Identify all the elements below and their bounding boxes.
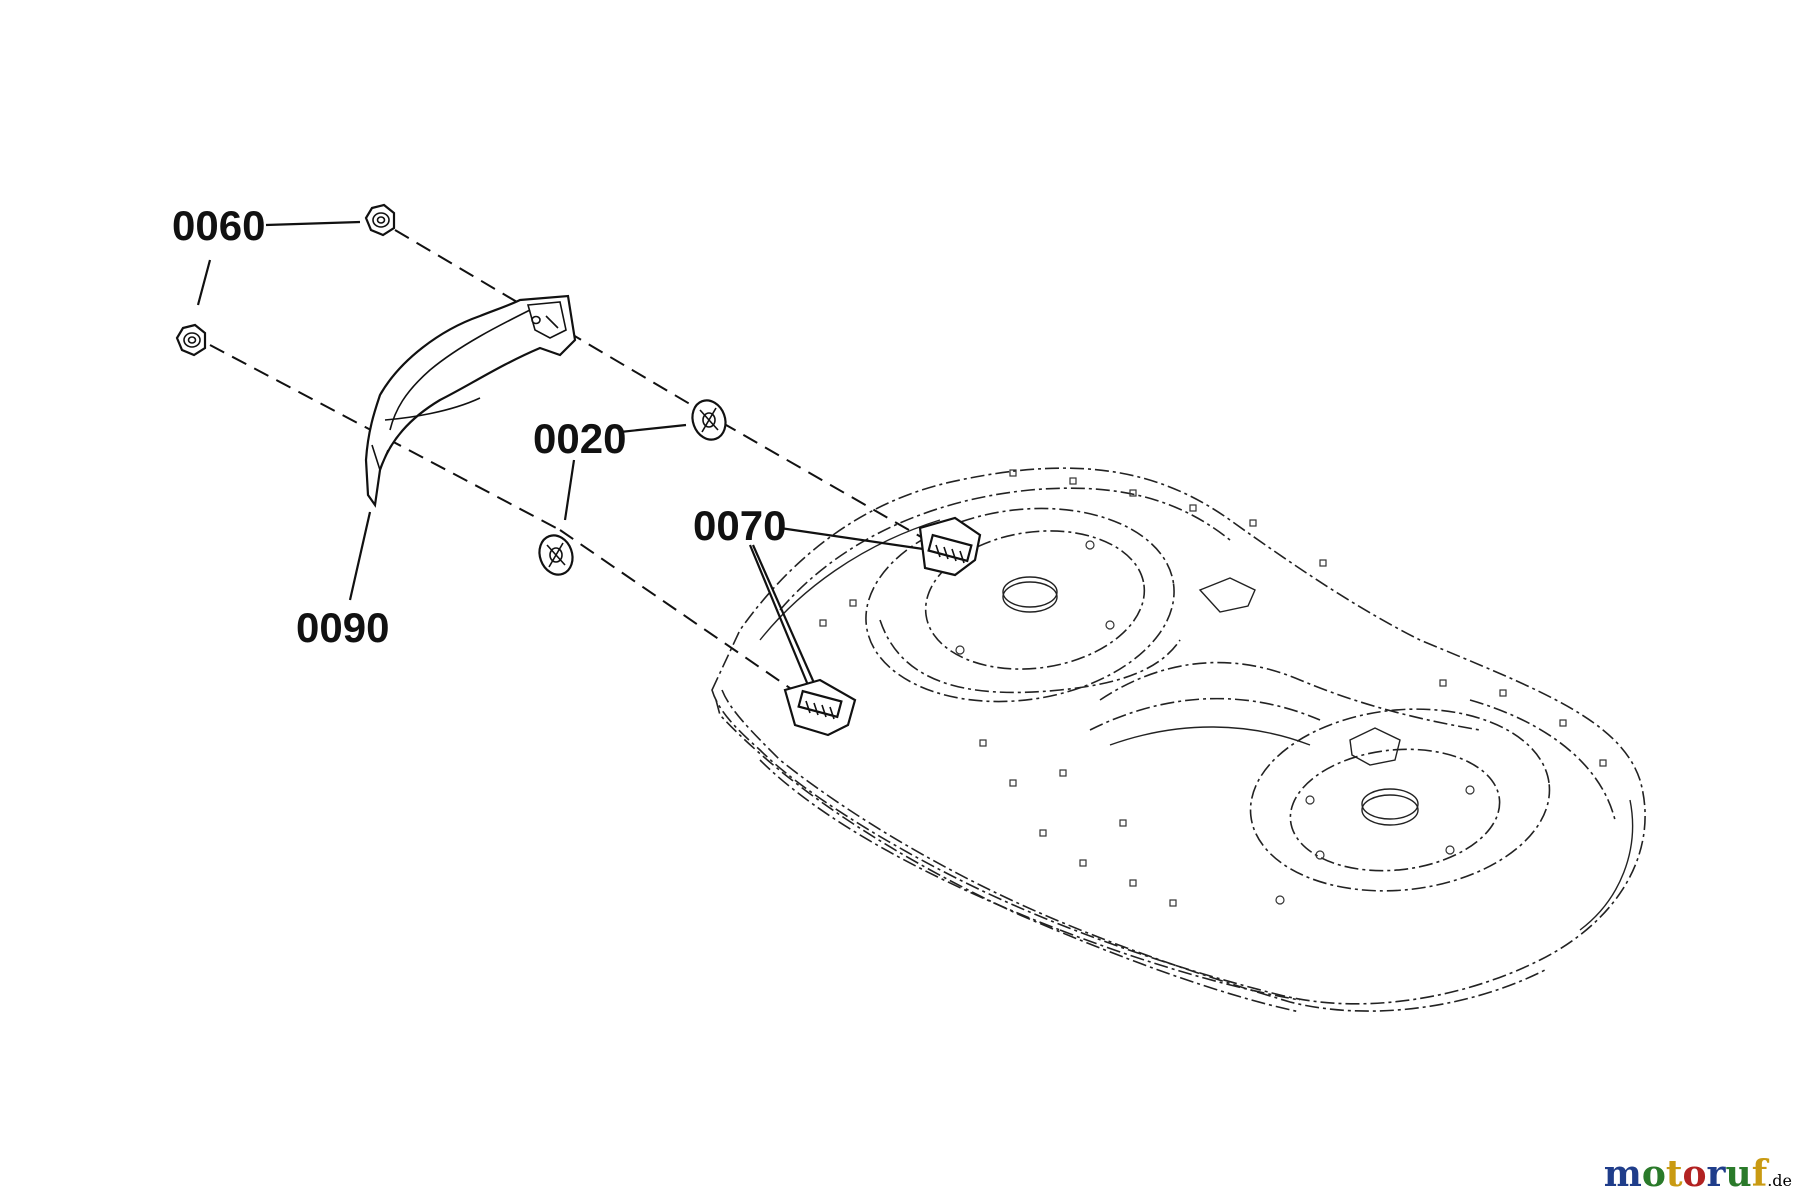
- deflector-shield: [364, 294, 577, 508]
- callout-0090: 0090: [296, 604, 389, 651]
- watermark-suffix: .de: [1767, 1171, 1792, 1190]
- callout-0020: 0020: [533, 415, 626, 462]
- watermark-logo: motoruf.de: [1604, 1153, 1792, 1195]
- carriage-bolt-lower: [783, 678, 857, 737]
- leader-lines: [196, 220, 931, 693]
- mower-deck: [711, 467, 1646, 1013]
- callout-0070: 0070: [693, 502, 786, 549]
- flange-nut-lower: [175, 323, 207, 357]
- washer-upper: [691, 399, 727, 441]
- watermark-brand: motoruf: [1603, 1153, 1768, 1195]
- callout-0060: 0060: [172, 202, 265, 249]
- flange-nut-upper: [364, 203, 396, 237]
- carriage-bolt-upper: [918, 516, 982, 577]
- washer-lower: [538, 534, 574, 576]
